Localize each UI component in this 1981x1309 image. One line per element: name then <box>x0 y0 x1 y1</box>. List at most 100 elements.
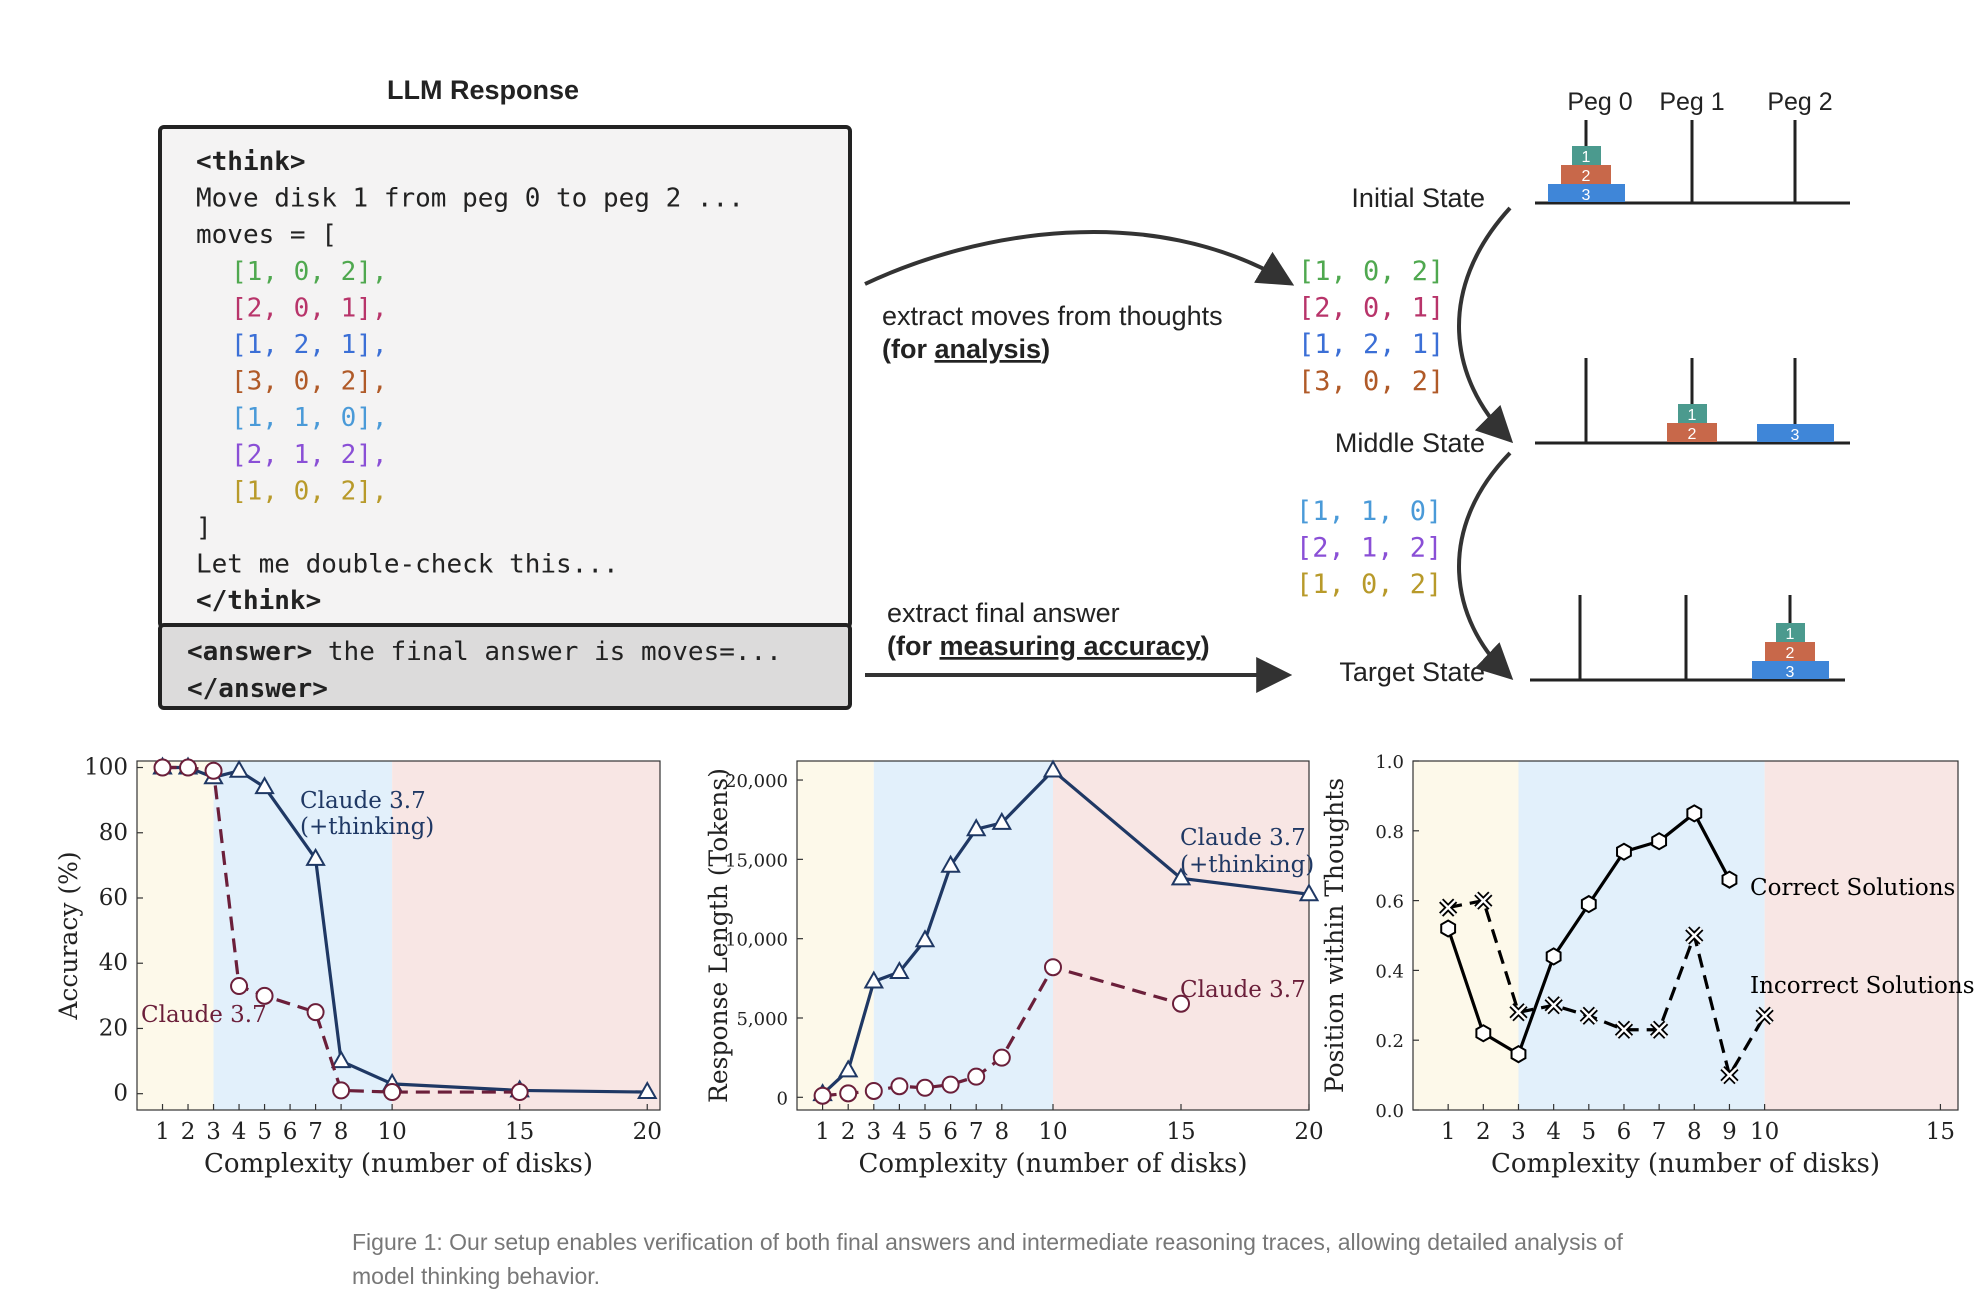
disk-3-label: 3 <box>1786 664 1795 681</box>
y-tick-label: 0.4 <box>1375 961 1404 982</box>
middle-state-disks: 2 1 3 <box>1667 404 1834 444</box>
data-point <box>332 1081 351 1100</box>
disk-3 <box>1548 184 1625 202</box>
data-point <box>1579 1006 1598 1025</box>
x-axis-label: Complexity (number of disks) <box>204 1149 593 1179</box>
disk-2 <box>1765 642 1815 661</box>
data-point <box>204 761 223 780</box>
data-point <box>839 1084 858 1103</box>
moves-list-middle-to-target: [1, 1, 0][2, 1, 2][1, 0, 2] <box>1296 496 1442 600</box>
y-tick-label: 80 <box>99 820 128 846</box>
think-line: [1, 1, 0], <box>231 403 388 433</box>
disk-1 <box>1678 404 1707 423</box>
region-band <box>1053 761 1309 1110</box>
region-band <box>1518 761 1765 1110</box>
move-item: [1, 0, 2] <box>1296 569 1442 600</box>
y-axis-label: Accuracy (%) <box>54 851 83 1020</box>
answer-box <box>158 623 852 710</box>
x-axis-label: Complexity (number of disks) <box>1491 1149 1880 1179</box>
x-tick-label: 15 <box>505 1119 534 1145</box>
data-point <box>383 1083 402 1102</box>
x-tick-label: 9 <box>1722 1119 1737 1145</box>
answer-close-tag: </answer> <box>187 674 328 704</box>
data-point <box>1510 1045 1527 1064</box>
y-tick-label: 0.8 <box>1375 822 1404 843</box>
disk-3 <box>1752 661 1829 679</box>
disk-3-label: 3 <box>1582 187 1591 204</box>
plot-frame <box>1412 760 1959 1111</box>
data-point <box>1721 870 1738 889</box>
region-band <box>392 761 660 1110</box>
disk-2-label: 2 <box>1688 426 1697 443</box>
data-point <box>306 1003 325 1022</box>
y-axis-label: Position within Thoughts <box>1320 778 1349 1093</box>
series-annotation: Correct Solutions <box>1750 875 1955 901</box>
x-tick-label: 7 <box>1652 1119 1667 1145</box>
peg-label-0: Peg 0 <box>1567 88 1632 116</box>
data-point <box>255 986 274 1005</box>
state-label-target: Target State <box>1339 657 1485 687</box>
y-tick-label: 10,000 <box>725 930 788 951</box>
x-tick-label: 20 <box>1294 1119 1323 1145</box>
y-tick-label: 20,000 <box>725 771 788 792</box>
disk-2 <box>1561 165 1611 184</box>
x-tick-label: 3 <box>1511 1119 1526 1145</box>
analysis-underlined: analysis <box>934 334 1041 364</box>
x-tick-label: 15 <box>1926 1119 1955 1145</box>
data-point <box>940 854 961 873</box>
series-annotation: Claude 3.7 <box>141 1002 267 1028</box>
disk-3-label: 3 <box>1791 427 1800 444</box>
series-line <box>1447 898 1766 1080</box>
data-point <box>1580 894 1597 914</box>
data-point <box>1650 1020 1669 1039</box>
disk-1-label: 1 <box>1688 407 1697 424</box>
figure-caption: Figure 1: Our setup enables verification… <box>352 1229 1623 1289</box>
data-point <box>1439 898 1458 917</box>
move-item: [2, 1, 2] <box>1296 533 1442 564</box>
y-tick-label: 60 <box>99 885 128 911</box>
extract-moves-label: extract moves from thoughts <box>882 301 1223 331</box>
x-tick-label: 2 <box>1476 1119 1491 1145</box>
data-point <box>254 776 275 795</box>
data-point <box>637 1081 658 1100</box>
region-band <box>1764 761 1958 1110</box>
data-point <box>1042 759 1064 778</box>
disk-1 <box>1776 623 1805 642</box>
x-tick-label: 5 <box>1581 1119 1596 1145</box>
data-point <box>1614 1020 1634 1039</box>
y-tick-label: 0.2 <box>1375 1031 1404 1052</box>
series-annotation: (+thinking) <box>300 814 434 840</box>
data-point <box>890 1077 909 1096</box>
x-tick-label: 4 <box>1546 1119 1561 1145</box>
disk-1-label: 1 <box>1786 626 1795 643</box>
x-tick-label: 8 <box>1687 1119 1702 1145</box>
y-tick-label: 100 <box>84 755 128 781</box>
x-tick-label: 7 <box>308 1119 323 1145</box>
region-band <box>137 761 214 1110</box>
extract-moves-purpose: (for analysis) <box>882 334 1050 364</box>
x-tick-label: 7 <box>969 1119 984 1145</box>
series-line <box>822 965 1182 1098</box>
initial-state-disks: 3 2 1 <box>1548 146 1625 204</box>
data-point <box>916 1078 934 1097</box>
data-point <box>813 1086 832 1105</box>
y-tick-label: 0 <box>113 1081 128 1107</box>
data-point <box>1298 883 1320 902</box>
data-point <box>1685 926 1704 945</box>
data-point <box>1170 867 1192 886</box>
x-tick-label: 6 <box>283 1119 298 1145</box>
answer-open-tag: <answer> <box>187 637 312 667</box>
x-tick-label: 8 <box>334 1119 349 1145</box>
x-tick-label: 3 <box>866 1119 881 1145</box>
think-line: ] <box>196 513 212 543</box>
llm-response-title: LLM Response <box>387 75 579 105</box>
peg-label-2: Peg 2 <box>1767 88 1832 116</box>
region-band <box>873 761 1053 1110</box>
y-tick-label: 0 <box>777 1088 788 1109</box>
y-tick-label: 5,000 <box>736 1009 788 1030</box>
disk-1-label: 1 <box>1582 149 1591 166</box>
x-tick-label: 2 <box>181 1119 196 1145</box>
x-tick-label: 1 <box>155 1119 170 1145</box>
